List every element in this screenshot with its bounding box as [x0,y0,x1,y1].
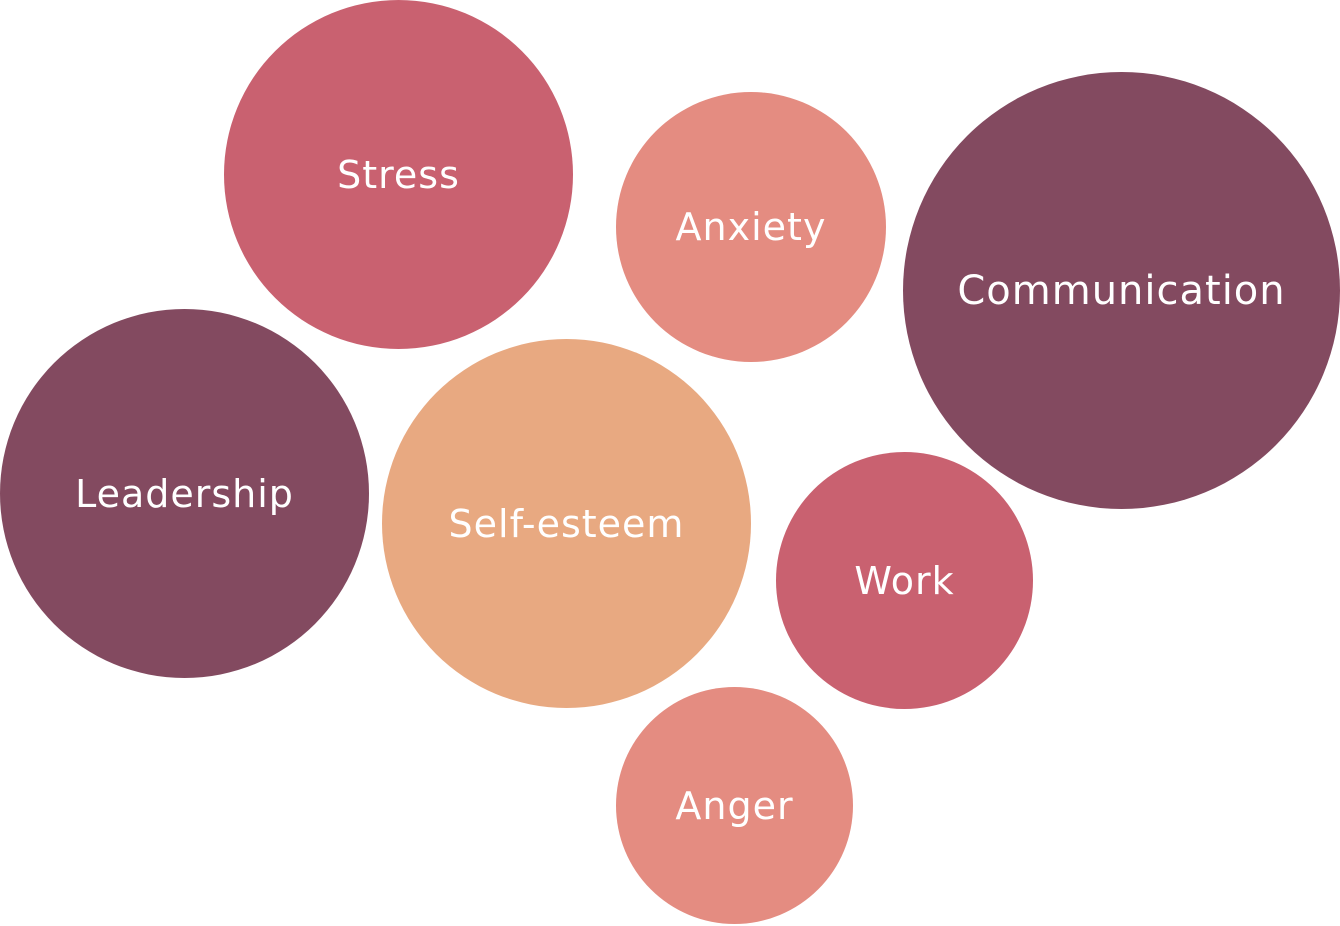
bubble-work: Work [776,452,1033,709]
bubble-stress: Stress [224,0,573,349]
bubble-label-anger: Anger [675,783,794,828]
bubble-leadership: Leadership [0,309,369,678]
bubble-anxiety: Anxiety [616,92,886,362]
bubble-label-communication: Communication [957,267,1286,314]
bubble-label-leadership: Leadership [75,471,294,516]
bubble-label-anxiety: Anxiety [675,205,827,249]
bubble-label-self-esteem: Self-esteem [448,501,685,546]
bubble-label-work: Work [854,558,955,603]
bubble-self-esteem: Self-esteem [382,339,751,708]
bubble-label-stress: Stress [337,152,460,197]
bubble-anger: Anger [616,687,853,924]
bubble-communication: Communication [903,72,1340,509]
